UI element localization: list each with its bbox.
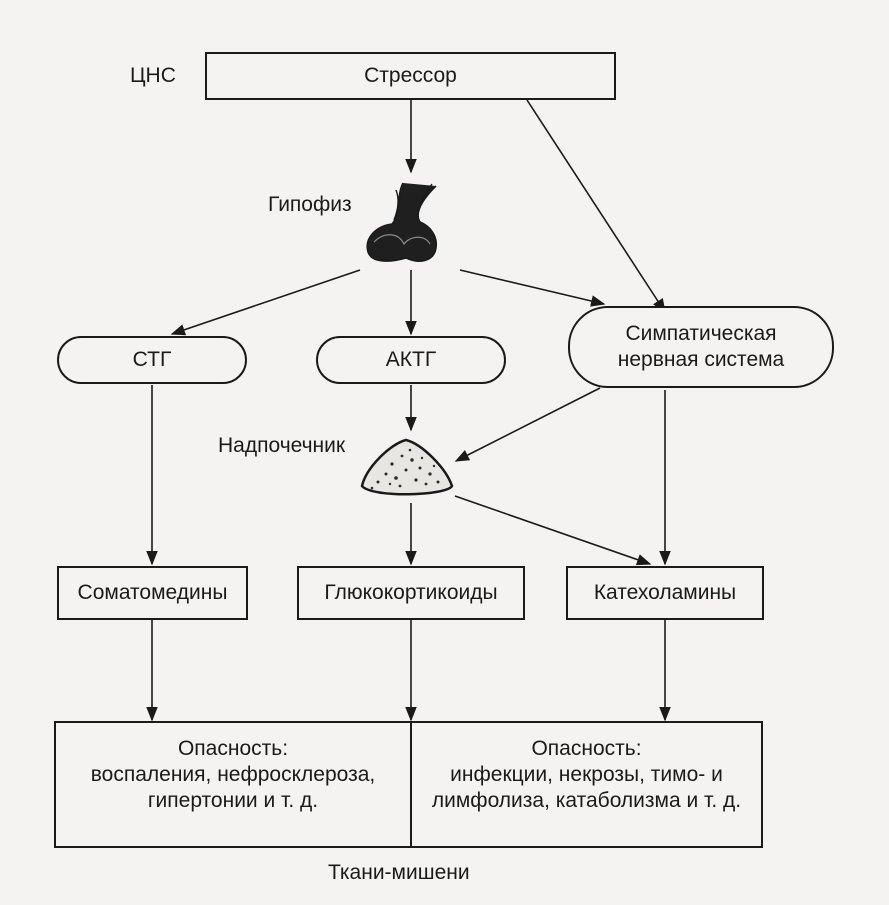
actg-node: АКТГ: [316, 336, 506, 384]
cns-label: ЦНС: [130, 64, 176, 87]
stg-node: СТГ: [57, 336, 247, 384]
pituitary-label: Гипофиз: [268, 193, 352, 216]
glucocorticoids-node: Глюкокортикоиды: [297, 566, 525, 620]
pituitary-gland-icon: [366, 182, 438, 262]
target-tissues-label: Ткани-мишени: [328, 861, 470, 884]
arrow-sympathetic-adrenal: [454, 387, 601, 462]
catecholamines-node: Катехоламины: [566, 566, 764, 620]
adrenal-gland-icon: [360, 438, 454, 496]
somatomedins-node: Соматомедины: [57, 566, 248, 620]
arrow-pituitary-stg: [170, 269, 361, 336]
stressor-node: Стрессор: [205, 52, 616, 100]
arrow-pituitary-sympathetic: [459, 269, 606, 307]
arrow-adrenal-catecholamines: [454, 495, 652, 566]
danger-right-text: Опасность: инфекции, некрозы, тимо- и ли…: [431, 737, 742, 812]
arrow-stressor-sympathetic: [526, 99, 666, 314]
danger-left-text: Опасность: воспаления, нефросклероза, ги…: [90, 737, 376, 812]
sympathetic-nervous-system-node: Симпатическая нервная система: [568, 306, 834, 388]
target-tissues-box: [54, 721, 763, 848]
adrenal-label: Надпочечник: [218, 434, 346, 457]
